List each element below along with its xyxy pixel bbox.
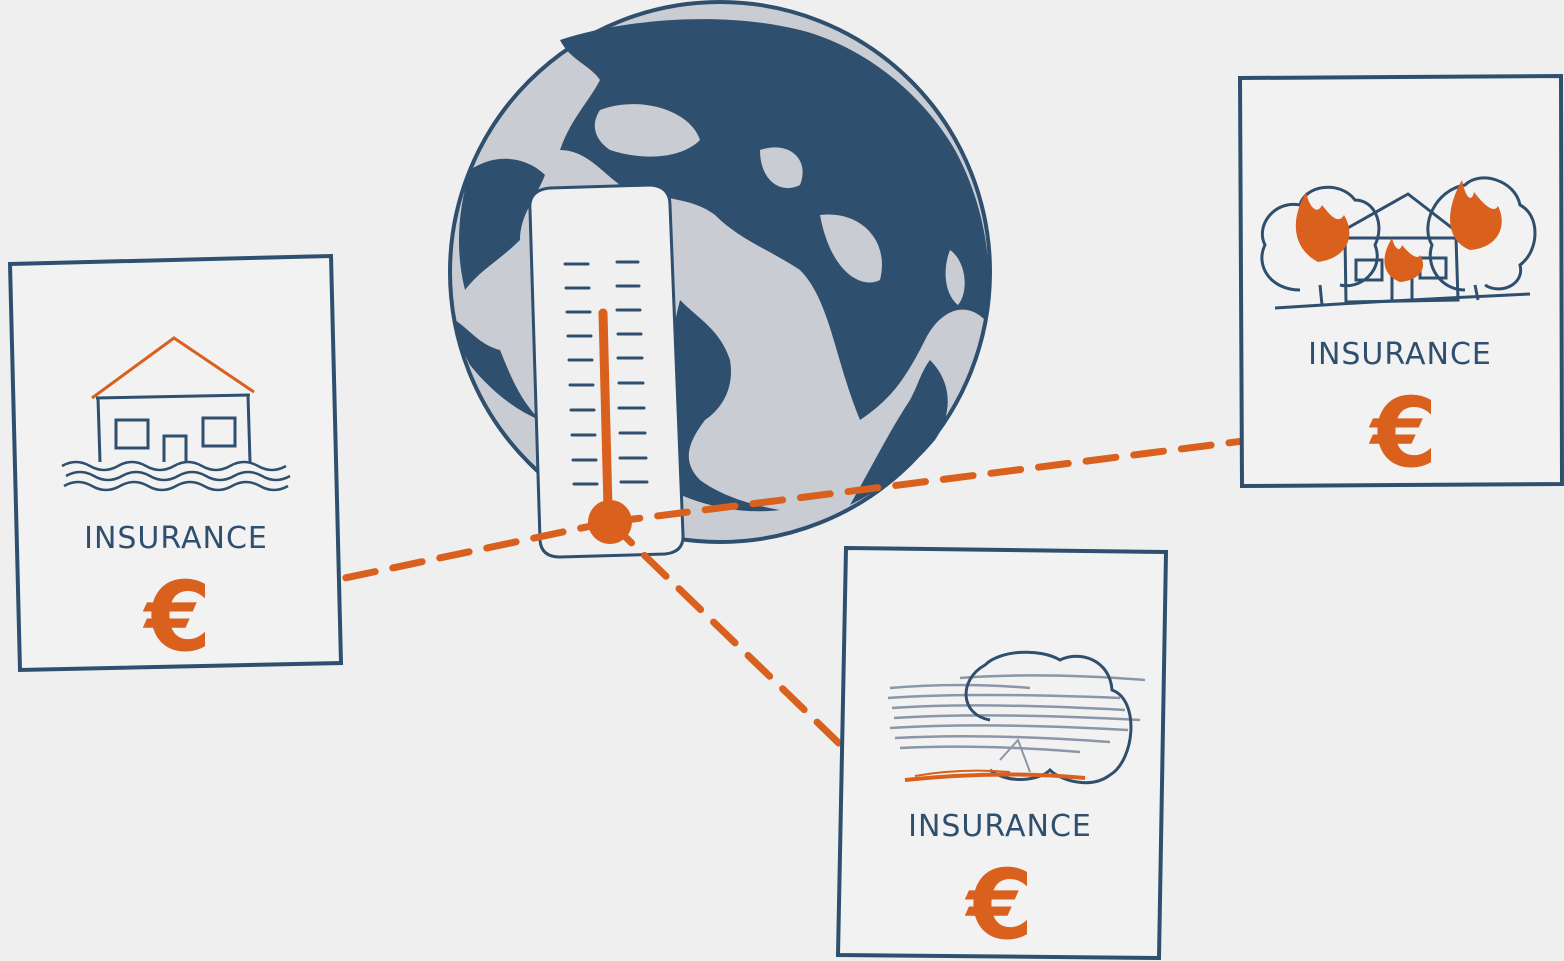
insurance-card-storm: INSURANCE € [835, 545, 1169, 961]
storm-card-label: INSURANCE [908, 809, 1092, 844]
flood-card-label: INSURANCE [84, 521, 268, 556]
connector-to-fire [606, 424, 1349, 526]
storm-card-euro: € [965, 849, 1034, 961]
flooded-house-icon [61, 336, 291, 492]
flood-card-euro: € [143, 561, 212, 673]
insurance-card-flood: INSURANCE € [7, 253, 344, 673]
wildfire-card-euro: € [1369, 377, 1438, 489]
wildfire-house-icon [1260, 176, 1537, 310]
connector-to-flood [218, 518, 614, 608]
thermometer-icon [528, 183, 685, 559]
storm-cloud-icon [887, 650, 1146, 785]
insurance-card-wildfire: INSURANCE € [1237, 73, 1564, 489]
wildfire-card-label: INSURANCE [1308, 337, 1492, 372]
